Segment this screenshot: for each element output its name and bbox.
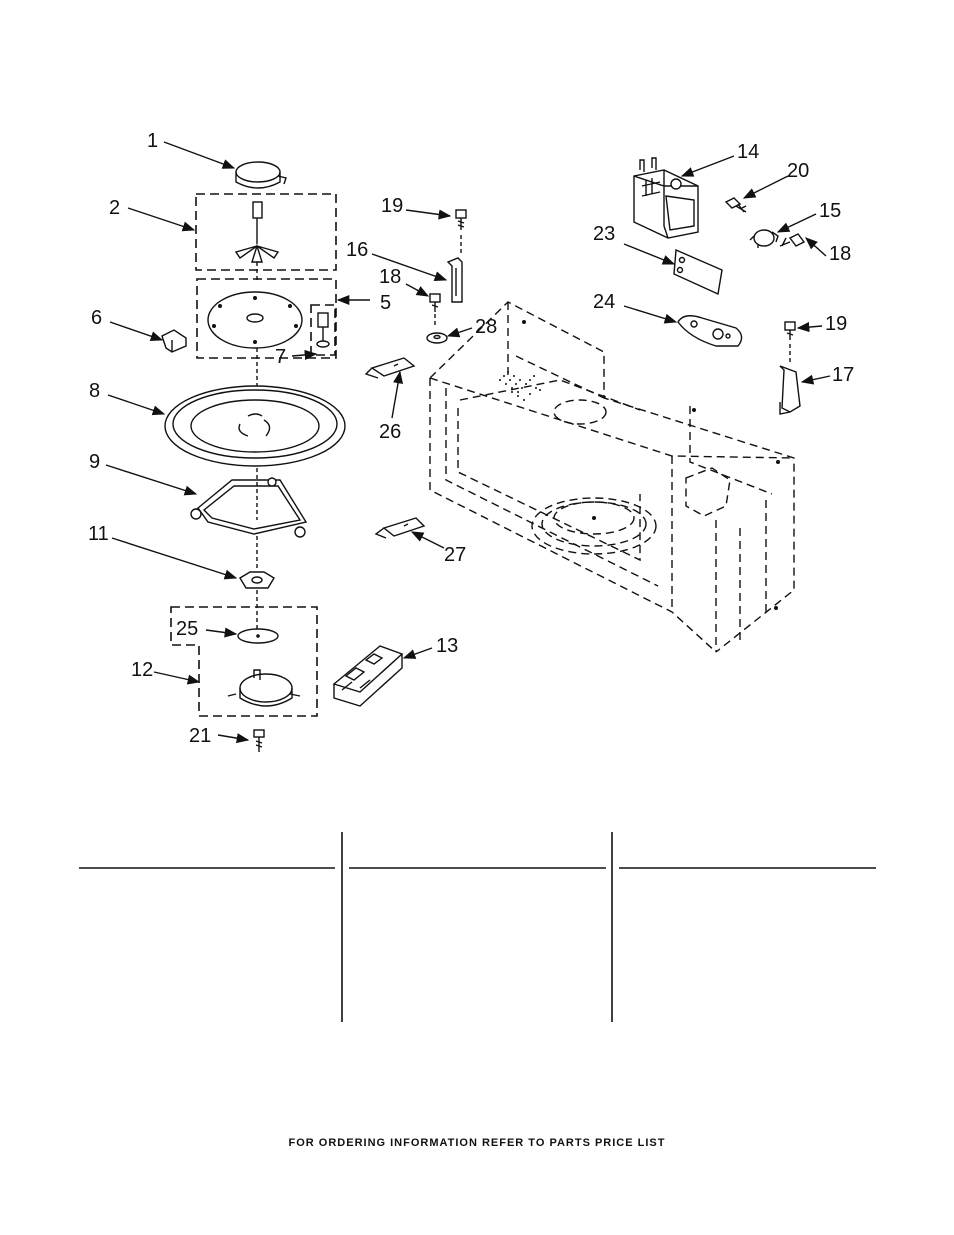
part-5-cover-plate: [207, 291, 303, 349]
part-1-stirrer-motor: [235, 161, 287, 189]
part-15-thermal-cutout: [749, 229, 779, 248]
callout-25: 25: [176, 618, 198, 640]
part-7-fastener: [310, 304, 336, 356]
part-11-coupler: [239, 571, 275, 589]
part-20-screw: [724, 197, 747, 213]
callout-11: 11: [88, 523, 109, 545]
callout-12: 12: [131, 659, 153, 681]
part-23-insulator: [673, 248, 723, 296]
callout-8: 8: [89, 380, 100, 402]
part-16-bracket: [446, 257, 463, 303]
callout-28: 28: [475, 316, 497, 338]
part-6-clip: [161, 329, 187, 353]
callout-23: 23: [593, 223, 615, 245]
part-13-switch-holder: [332, 645, 404, 707]
callout-18-right: 18: [829, 243, 851, 265]
part-14-transformer: [633, 157, 699, 239]
callout-14: 14: [737, 141, 759, 163]
callout-19-middle: 19: [381, 195, 403, 217]
part-19-screw-right: [784, 321, 796, 340]
callout-17: 17: [832, 364, 854, 386]
part-25-washer: [237, 628, 279, 644]
callout-5: 5: [380, 292, 391, 314]
part-18-screw-right: [779, 233, 806, 247]
part-8-turntable-tray: [164, 385, 346, 467]
callout-1: 1: [147, 130, 158, 152]
part-19-screw-upper: [455, 209, 467, 230]
part-27-hinge-bracket: [374, 517, 426, 539]
callout-26: 26: [379, 421, 401, 443]
ordering-info-footer: FOR ORDERING INFORMATION REFER TO PARTS …: [288, 1137, 666, 1149]
part-2-stirrer-blade: [234, 201, 280, 263]
callout-15: 15: [819, 200, 841, 222]
callout-2: 2: [109, 197, 120, 219]
oven-cavity: [429, 301, 795, 653]
callout-7: 7: [275, 346, 286, 368]
callout-9: 9: [89, 451, 100, 473]
callout-19-right: 19: [825, 313, 847, 335]
part-26-hinge-bracket: [364, 357, 416, 379]
part-28-grommet: [426, 332, 448, 344]
part-2-group-outline: [195, 193, 337, 271]
callout-18-middle: 18: [379, 266, 401, 288]
part-21-screw: [253, 729, 265, 752]
callout-6: 6: [91, 307, 102, 329]
callout-27: 27: [444, 544, 466, 566]
callout-21: 21: [189, 725, 211, 747]
callout-16: 16: [346, 239, 368, 261]
part-18-screw-middle: [429, 293, 441, 312]
part-5-group-outline: [196, 278, 337, 359]
callout-20: 20: [787, 160, 809, 182]
part-12-turntable-motor: [227, 669, 301, 707]
callout-24: 24: [593, 291, 615, 313]
parts-table-frame: [79, 832, 876, 1022]
part-17-bracket: [779, 365, 801, 415]
callout-13: 13: [436, 635, 458, 657]
part-12-group-outline: [170, 606, 318, 717]
part-24-gasket: [677, 315, 743, 347]
part-9-roller-ring: [190, 477, 308, 538]
